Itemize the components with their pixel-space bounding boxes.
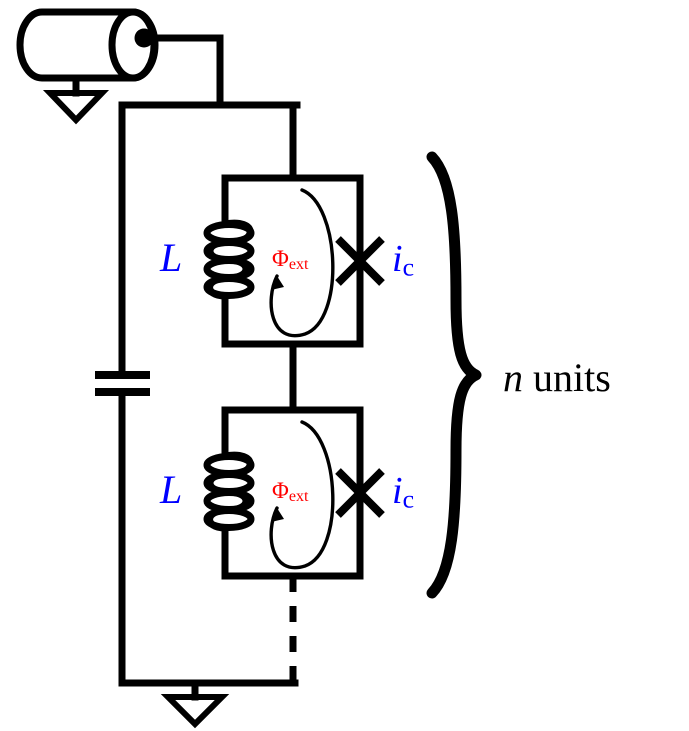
unit2-flux-arrowhead xyxy=(271,508,284,522)
unit-cell-2 xyxy=(203,406,385,580)
unit1-flux-subscript: ext xyxy=(288,256,309,274)
n-units-word: units xyxy=(533,355,611,400)
chain-continuation-and-ground xyxy=(118,576,299,729)
circuit-ground-icon xyxy=(160,694,230,729)
coupling-capacitor xyxy=(95,371,150,687)
unit1-flux-label: Φext xyxy=(272,247,308,273)
unit2-inductor-label: L xyxy=(160,467,183,512)
unit2-flux-symbol: Φ xyxy=(272,478,289,503)
unit1-flux-arrowhead xyxy=(271,276,284,290)
unit1-josephson-junction-icon xyxy=(335,236,385,286)
unit1-critical-current-label: ic xyxy=(392,240,414,280)
unit2-flux-label: Φext xyxy=(272,479,308,505)
n-units-variable: n xyxy=(503,355,523,400)
unit2-critical-current-label: ic xyxy=(392,472,414,512)
unit2-flux-loop-arrow xyxy=(269,420,335,570)
connector-center-pin xyxy=(134,28,154,48)
unit1-ic-subscript: c xyxy=(402,252,415,282)
unit1-inductor-label: L xyxy=(160,235,183,280)
unit2-josephson-junction-icon xyxy=(335,468,385,518)
unit2-flux-subscript: ext xyxy=(288,488,309,506)
n-units-brace xyxy=(426,151,482,599)
unit2-ic-symbol: i xyxy=(392,470,403,512)
coaxial-connector xyxy=(16,8,159,125)
unit1-flux-loop-arrow xyxy=(269,188,335,338)
n-units-text xyxy=(523,355,533,400)
top-wiring xyxy=(118,34,301,374)
port-to-node-wire xyxy=(118,34,224,109)
port-ground-icon xyxy=(42,90,110,125)
n-units-label: n units xyxy=(503,358,611,398)
unit-cell-1 xyxy=(203,174,385,414)
connector-face-ellipse xyxy=(108,8,158,82)
unit2-inductor-icon xyxy=(203,451,255,532)
unit1-flux-symbol: Φ xyxy=(272,246,289,271)
unit1-inductor-icon xyxy=(203,219,255,300)
unit2-ic-subscript: c xyxy=(402,484,415,514)
unit1-ic-symbol: i xyxy=(392,238,403,280)
